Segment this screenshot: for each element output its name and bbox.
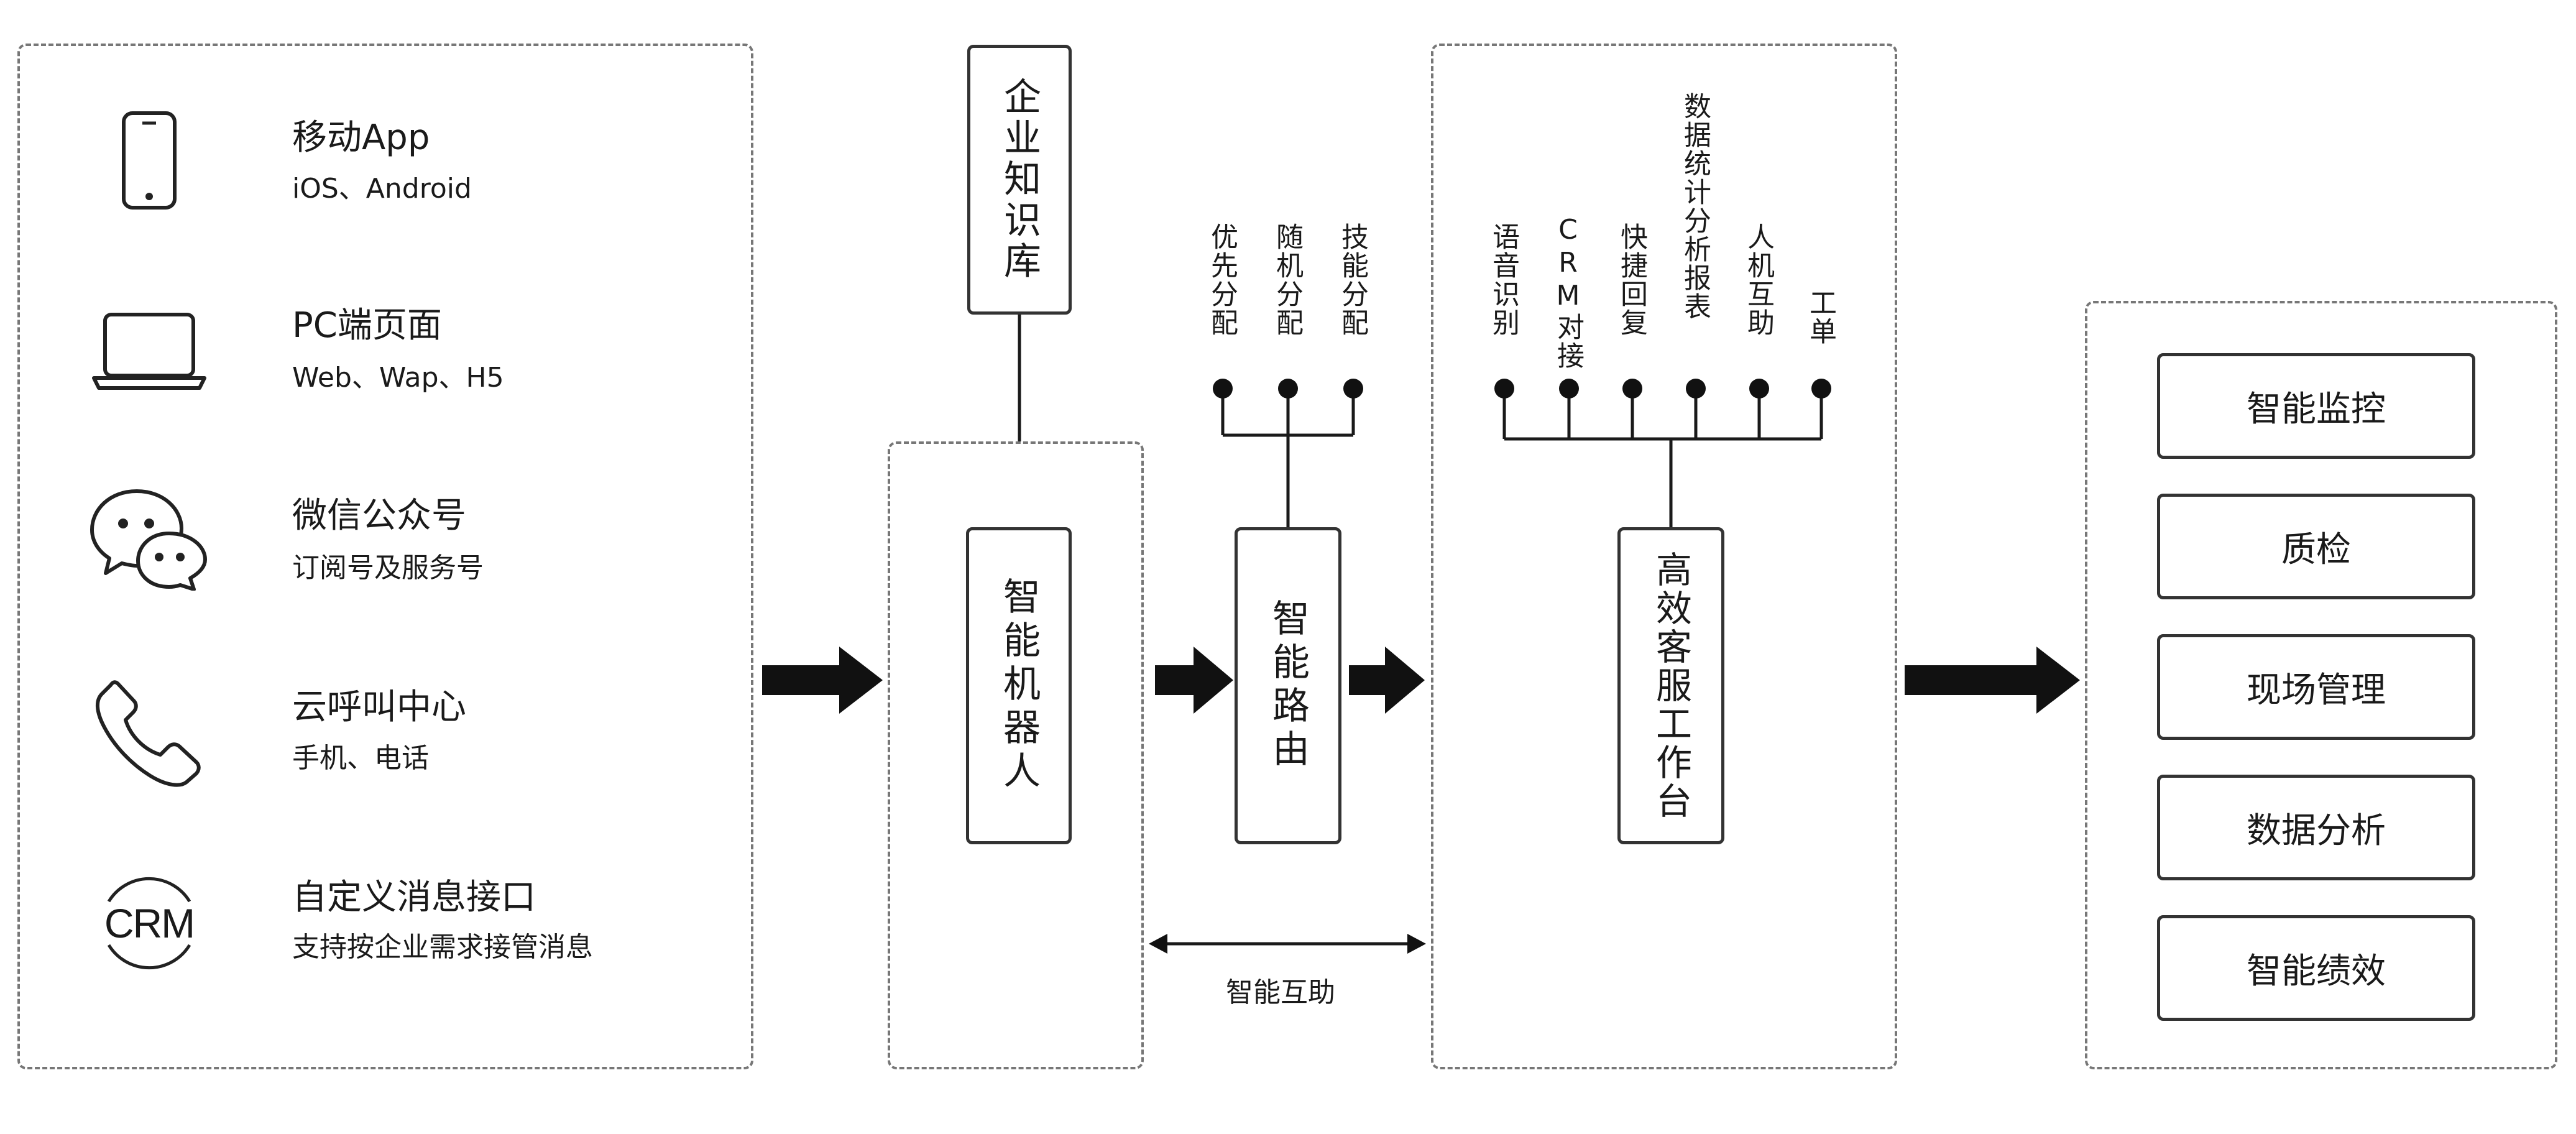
arrow-channels-to-robot bbox=[762, 647, 883, 714]
channels-group bbox=[17, 44, 753, 1069]
feature-quick-reply: 快捷回复 bbox=[1616, 223, 1647, 337]
feature-dot-3 bbox=[1622, 379, 1642, 399]
source-title-call-center: 云呼叫中心 bbox=[292, 687, 466, 727]
output-quality-inspection: 质检 bbox=[2157, 494, 2475, 599]
output-label: 数据分析 bbox=[2247, 810, 2386, 851]
mutual-help-label: 智能互助 bbox=[1226, 977, 1335, 1008]
arrow-workbench-to-outputs bbox=[1905, 647, 2080, 714]
source-subtitle-custom-interface: 支持按企业需求接管消息 bbox=[292, 931, 593, 963]
laptop-icon bbox=[92, 313, 206, 390]
feature-dot-6 bbox=[1811, 379, 1831, 399]
router-option-dot-2 bbox=[1278, 379, 1298, 399]
router-option-dot-1 bbox=[1213, 379, 1233, 399]
knowledge-base-box: 企业知识库 bbox=[967, 45, 1072, 315]
feature-dot-5 bbox=[1749, 379, 1769, 399]
feature-statistics-report: 数据统计分析报表 bbox=[1679, 92, 1711, 321]
router-label: 智能路由 bbox=[1266, 599, 1310, 773]
output-data-analysis: 数据分析 bbox=[2157, 775, 2475, 880]
source-title-pc-page: PC端页面 bbox=[292, 305, 442, 346]
output-label: 智能绩效 bbox=[2247, 951, 2386, 992]
crm-icon: CRM bbox=[90, 864, 208, 982]
source-subtitle-mobile-app: iOS、Android bbox=[292, 173, 472, 205]
mobile-phone-icon bbox=[122, 111, 177, 210]
output-label: 智能监控 bbox=[2247, 389, 2386, 430]
source-subtitle-pc-page: Web、Wap、H5 bbox=[292, 362, 504, 394]
mutual-help-arrow-right bbox=[1407, 934, 1426, 954]
source-subtitle-call-center: 手机、电话 bbox=[292, 742, 429, 774]
workbench-label: 高效客服工作台 bbox=[1650, 551, 1692, 821]
workbench-group bbox=[1431, 44, 1897, 1069]
router-option-random: 随机分配 bbox=[1271, 223, 1303, 337]
wechat-icon bbox=[90, 489, 207, 591]
source-title-mobile-app: 移动App bbox=[292, 118, 430, 158]
feature-human-machine-help: 人机互助 bbox=[1742, 223, 1774, 337]
robot-label: 智能机器人 bbox=[996, 577, 1041, 795]
workbench-box: 高效客服工作台 bbox=[1617, 527, 1724, 844]
feature-work-order: 工单 bbox=[1805, 288, 1836, 346]
output-label: 现场管理 bbox=[2247, 670, 2386, 711]
source-title-custom-interface: 自定义消息接口 bbox=[292, 877, 536, 918]
outputs-group bbox=[2085, 301, 2557, 1069]
feature-dot-2 bbox=[1559, 379, 1579, 399]
router-box: 智能路由 bbox=[1235, 527, 1341, 844]
router-option-dot-3 bbox=[1343, 379, 1363, 399]
output-label: 质检 bbox=[2281, 529, 2351, 570]
output-site-management: 现场管理 bbox=[2157, 634, 2475, 740]
feature-crm-integration: CRM对接 bbox=[1552, 214, 1584, 370]
phone-handset-icon bbox=[96, 680, 201, 787]
knowledge-base-label: 企业知识库 bbox=[997, 77, 1041, 282]
output-smart-performance: 智能绩效 bbox=[2157, 915, 2475, 1021]
feature-dot-4 bbox=[1686, 379, 1706, 399]
source-subtitle-wechat: 订阅号及服务号 bbox=[292, 552, 484, 584]
robot-box: 智能机器人 bbox=[966, 527, 1072, 844]
arrow-router-to-workbench bbox=[1349, 647, 1425, 714]
feature-dot-1 bbox=[1494, 379, 1514, 399]
source-title-wechat: 微信公众号 bbox=[292, 496, 466, 536]
router-option-priority: 优先分配 bbox=[1206, 223, 1238, 337]
router-option-skill: 技能分配 bbox=[1336, 223, 1368, 337]
feature-voice-recognition: 语音识别 bbox=[1488, 223, 1519, 337]
mutual-help-arrow-left bbox=[1149, 934, 1167, 954]
arrow-robot-to-router bbox=[1155, 647, 1233, 714]
output-smart-monitoring: 智能监控 bbox=[2157, 353, 2475, 459]
crm-icon-text: CRM bbox=[104, 900, 195, 946]
robot-group bbox=[888, 441, 1144, 1069]
